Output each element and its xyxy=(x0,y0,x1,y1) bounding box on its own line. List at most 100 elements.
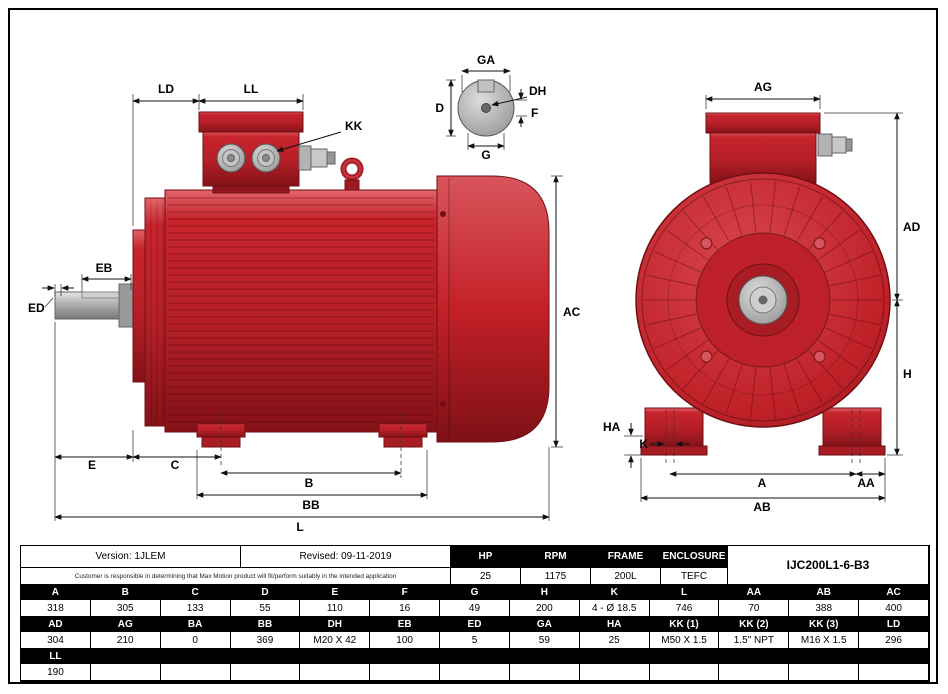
dim-label-L: L xyxy=(296,520,303,534)
dim-cell: EB xyxy=(370,617,441,632)
side-view: LD LL KK EB ED AC E C B BB L xyxy=(28,82,581,534)
version-cell: Version: 1JLEM xyxy=(21,546,241,568)
dim-cell: 400 xyxy=(859,600,929,617)
bolt-head xyxy=(813,350,826,363)
dim-label-C: C xyxy=(171,458,180,472)
technical-drawing: LD LL KK EB ED AC E C B BB L xyxy=(28,53,921,534)
border-frame xyxy=(8,8,938,684)
spec-header-frame: FRAME xyxy=(591,546,661,568)
dim-cell: G xyxy=(440,585,510,600)
dim-cell: GA xyxy=(509,617,580,632)
dim-cell xyxy=(90,649,161,664)
dim-cell xyxy=(90,664,161,681)
dim-cell xyxy=(649,664,720,681)
dim-label-D: D xyxy=(435,101,444,115)
spec-header-enclosure: ENCLOSURE xyxy=(661,546,728,568)
dim-cell xyxy=(160,649,231,664)
dim-cell xyxy=(370,664,441,681)
dim-label-AC: AC xyxy=(563,305,581,319)
cable-gland-front xyxy=(817,133,853,157)
dim-cell: H xyxy=(509,585,580,600)
dim-cell: L xyxy=(649,585,720,600)
dim-label-KK: KK xyxy=(345,119,363,133)
spec-header-hp: HP xyxy=(451,546,521,568)
dim-label-BB: BB xyxy=(302,498,320,512)
radial-cooling-fins xyxy=(644,181,882,419)
dim-cell: 369 xyxy=(230,632,301,649)
dim-cell xyxy=(370,649,441,664)
dim-cell: C xyxy=(160,585,231,600)
disclaimer: Customer is responsible in determining t… xyxy=(21,568,451,585)
dim-label-K: K xyxy=(639,437,648,451)
dim-label-AD: AD xyxy=(903,220,921,234)
dim-cell xyxy=(230,664,301,681)
front-view-dimensions: AG AD H HA K A AA AB xyxy=(603,80,921,514)
dim-cell xyxy=(789,664,860,681)
dim-label-F: F xyxy=(531,106,538,120)
dim-label-B: B xyxy=(305,476,314,490)
fan-cover xyxy=(436,175,550,443)
terminal-box xyxy=(198,111,336,194)
dim-cell xyxy=(160,664,231,681)
dim-cell: 55 xyxy=(230,600,301,617)
dim-cell xyxy=(719,664,790,681)
spec-value-enclosure: TEFC xyxy=(661,568,728,585)
spec-value-hp: 25 xyxy=(451,568,521,585)
dim-cell: 388 xyxy=(789,600,860,617)
dim-label-G: G xyxy=(481,148,490,162)
motor-body xyxy=(164,189,438,433)
dim-cell: 1.5" NPT xyxy=(719,632,790,649)
dim-cell: LL xyxy=(21,649,91,664)
dim-cell: BB xyxy=(230,617,301,632)
dim-cell: 0 xyxy=(160,632,231,649)
motor-shaft xyxy=(54,283,136,328)
dim-cell: DH xyxy=(300,617,371,632)
cooling-fins xyxy=(168,197,434,423)
dim-label-H: H xyxy=(903,367,912,381)
dim-cell xyxy=(789,649,860,664)
dim-cell: 318 xyxy=(21,600,91,617)
dim-cell: K xyxy=(579,585,650,600)
dim-cell: D xyxy=(230,585,301,600)
dim-label-GA: GA xyxy=(477,53,495,67)
motor-face xyxy=(635,172,891,428)
dim-cell: 304 xyxy=(21,632,91,649)
dim-cell: B xyxy=(90,585,161,600)
dim-label-ED: ED xyxy=(28,301,45,315)
dim-label-EB: EB xyxy=(96,261,113,275)
dim-cell: KK (2) xyxy=(719,617,790,632)
dim-cell: 305 xyxy=(90,600,161,617)
dim-cell xyxy=(719,649,790,664)
dim-cell: ED xyxy=(440,617,510,632)
dim-cell: 110 xyxy=(300,600,371,617)
dim-label-AA: AA xyxy=(857,476,875,490)
bolt-head xyxy=(700,350,713,363)
dim-header-row: LL xyxy=(21,649,929,664)
dim-cell: 59 xyxy=(509,632,580,649)
cable-gland-side xyxy=(298,145,336,171)
dim-cell: M50 X 1.5 xyxy=(649,632,720,649)
dim-cell xyxy=(440,649,510,664)
dim-cell xyxy=(300,649,371,664)
dim-label-E: E xyxy=(88,458,96,472)
dim-cell xyxy=(859,664,929,681)
dim-cell: 100 xyxy=(370,632,441,649)
dim-label-LD: LD xyxy=(158,82,174,96)
dim-cell: AC xyxy=(859,585,929,600)
dim-cell: 5 xyxy=(440,632,510,649)
dim-cell xyxy=(509,664,580,681)
dim-cell: 25 xyxy=(579,632,650,649)
dim-cell: 200 xyxy=(509,600,580,617)
dim-cell xyxy=(509,649,580,664)
info-header: Version: 1JLEM Revised: 09-11-2019 HP RP… xyxy=(21,546,929,585)
dim-cell: F xyxy=(370,585,441,600)
dim-cell: 4 - Ø 18.5 xyxy=(579,600,650,617)
dim-cell: KK (3) xyxy=(789,617,860,632)
dim-label-A: A xyxy=(758,476,767,490)
dim-cell: AA xyxy=(719,585,790,600)
spec-table: Version: 1JLEM Revised: 09-11-2019 HP RP… xyxy=(20,545,930,682)
